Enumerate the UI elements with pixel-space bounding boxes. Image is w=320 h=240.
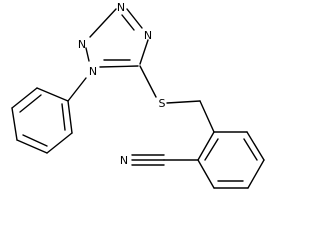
- benzene-bond-6: [197, 131, 215, 161]
- phenyl-inner-3: [61, 103, 66, 131]
- atom-nitrile-n: N: [120, 154, 128, 167]
- atom-n3: N: [144, 29, 152, 42]
- bond-n3-c5: [139, 39, 149, 65]
- phenyl-bond-3: [11, 107, 18, 141]
- bond-n2-n3-inner: [121, 14, 135, 31]
- benzene-bond-2: [246, 131, 265, 161]
- bond-s-ch2: [166, 100, 201, 104]
- phenyl-bond-2: [11, 87, 38, 109]
- bonds: [11, 8, 265, 189]
- phenyl-bond-5: [46, 132, 73, 154]
- bond-c5-n4: [99, 65, 139, 68]
- benzene-bond-3: [247, 159, 265, 189]
- bond-n4-n1: [85, 47, 90, 62]
- phenyl-bond-4: [16, 139, 48, 154]
- bond-n4-phenyl: [67, 77, 87, 102]
- phenyl-inner-2: [22, 134, 48, 147]
- atom-labels: N N N N S N: [78, 1, 166, 167]
- bond-ch2-benzene: [199, 100, 215, 133]
- bond-c5-s: [139, 65, 157, 98]
- benzene-bond-5: [197, 159, 215, 189]
- bond-n1-n2: [89, 8, 117, 38]
- benzene-inner-3: [204, 138, 219, 161]
- atom-n4: N: [89, 65, 97, 78]
- phenyl-bond-6: [67, 100, 73, 134]
- benzene-inner-1: [243, 138, 258, 161]
- bond-n2-n3: [126, 8, 143, 29]
- atom-n2: N: [117, 1, 125, 14]
- molecule-structure: N N N N S N: [11, 1, 265, 189]
- atom-sulfur: S: [159, 97, 166, 110]
- phenyl-inner-1: [19, 94, 42, 113]
- phenyl-bond-1: [36, 87, 69, 102]
- atom-n1: N: [78, 38, 86, 51]
